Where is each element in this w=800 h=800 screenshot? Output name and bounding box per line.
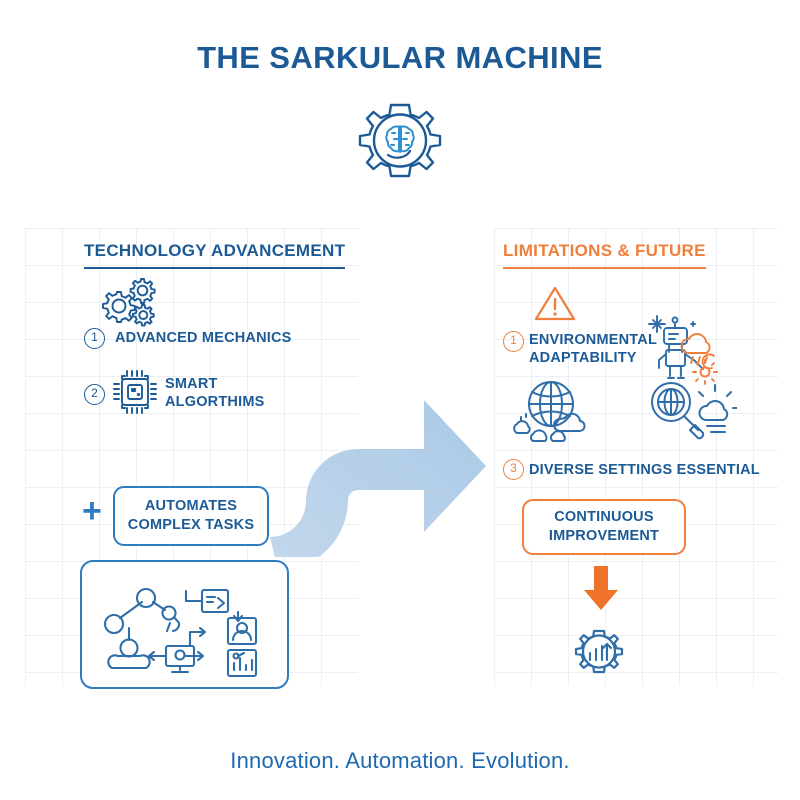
- gear-growth-chart-icon: [563, 618, 635, 691]
- list-number-left-2: 2: [84, 384, 105, 405]
- list-label-smart-algorthims: SMART ALGORTHIMS: [165, 376, 265, 410]
- warning-triangle-icon: [533, 283, 577, 328]
- list-number-left-1: 1: [84, 328, 105, 349]
- header-technology-advancement: TECHNOLOGY ADVANCEMENT: [84, 241, 346, 269]
- grid-panel-right: [494, 228, 778, 686]
- header-limitations-future: LIMITATIONS & FUTURE: [503, 241, 706, 269]
- list-label-environmental-adaptability: ENVIRONMENTAL ADAPTABILITY: [529, 332, 657, 366]
- list-number-right-1: 1: [503, 331, 524, 352]
- page-title: THE SARKULAR MACHINE: [197, 40, 603, 75]
- callout-continuous-improvement: CONTINUOUS IMPROVEMENT: [522, 499, 686, 555]
- globe-clouds-icon: [513, 376, 595, 447]
- list-number-right-3: 3: [503, 459, 524, 480]
- list-label-diverse-settings-essential: DIVERSE SETTINGS ESSENTIAL: [529, 462, 760, 478]
- robot-arm-workflow-icon: [90, 568, 280, 685]
- curved-transition-arrow-icon: [262, 352, 542, 570]
- robot-weather-icon: [648, 312, 744, 393]
- callout-automates-complex-tasks: AUTOMATES COMPLEX TASKS: [113, 486, 269, 546]
- magnifier-globe-sun-icon: [645, 378, 740, 447]
- tagline: Innovation. Automation. Evolution.: [230, 748, 570, 773]
- orange-down-arrow-icon: [578, 564, 624, 617]
- cpu-chip-icon: [112, 369, 158, 420]
- plus-icon: +: [82, 492, 102, 530]
- gear-brain-icon: [332, 97, 468, 205]
- gears-cluster-icon: [97, 277, 163, 332]
- robot-arm-workflow-frame: [80, 560, 289, 689]
- list-label-advanced-mechanics: ADVANCED MECHANICS: [115, 330, 292, 346]
